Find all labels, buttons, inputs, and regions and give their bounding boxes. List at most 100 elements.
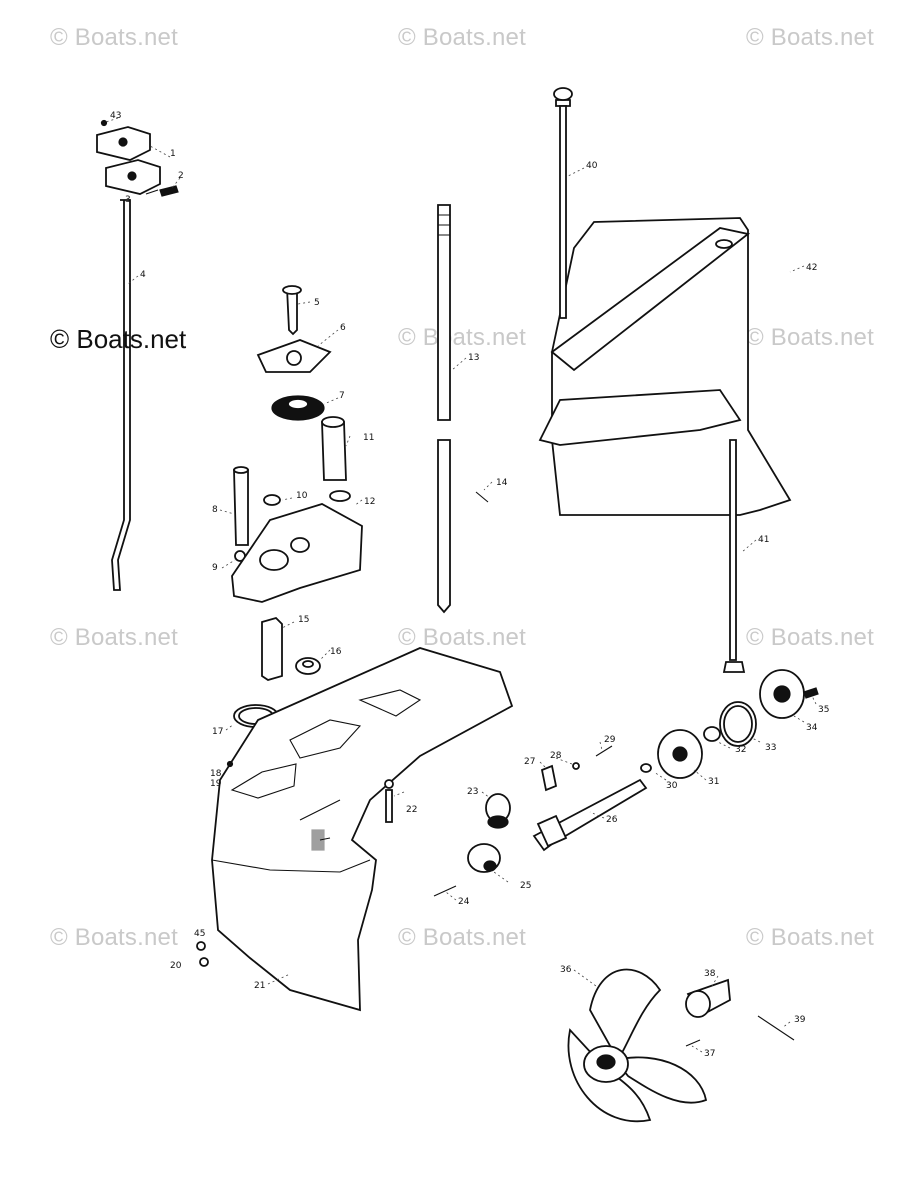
detent-28[interactable] <box>572 762 580 770</box>
cotter-pin-39[interactable] <box>757 1015 795 1041</box>
sleeve-11-top <box>321 416 345 428</box>
pump-base-bore <box>259 549 289 571</box>
callout-29: 29 <box>604 735 616 745</box>
callout-16: 16 <box>330 647 342 657</box>
pin-3 <box>145 189 159 195</box>
callout-9: 9 <box>212 563 218 573</box>
pin-37[interactable] <box>685 1039 701 1047</box>
plate-6-hole <box>286 350 302 366</box>
seal-10[interactable] <box>263 494 281 506</box>
callout-23: 23 <box>467 787 478 797</box>
spacer-15[interactable] <box>261 616 283 681</box>
propeller-36[interactable] <box>567 968 708 1123</box>
callout-22: 22 <box>406 805 417 815</box>
watermark: © Boats.net <box>398 324 526 351</box>
callout-7: 7 <box>339 391 345 401</box>
callout-24: 24 <box>458 897 470 907</box>
callout-14: 14 <box>496 478 508 488</box>
pin-24[interactable] <box>433 885 457 897</box>
screw-2[interactable] <box>159 185 179 197</box>
callout-31: 31 <box>708 777 719 787</box>
part-43-ball[interactable] <box>100 119 108 127</box>
screw-22[interactable] <box>385 789 393 823</box>
watermark: © Boats.net <box>398 24 526 51</box>
copyright-label: © Boats.net <box>50 324 187 354</box>
callout-40: 40 <box>586 161 598 171</box>
callout-36: 36 <box>560 965 572 975</box>
callout-30: 30 <box>666 781 678 791</box>
seal-16-bore <box>302 660 314 668</box>
watermark: © Boats.net <box>50 624 178 651</box>
callout-37: 37 <box>704 1049 715 1059</box>
watermark: © Boats.net <box>746 324 874 351</box>
callout-39: 39 <box>794 1015 806 1025</box>
prop-shaft-collar <box>536 814 568 848</box>
bearing-carrier-34[interactable] <box>759 669 805 719</box>
callout-21: 21 <box>254 981 265 991</box>
pinion-23[interactable] <box>485 793 511 829</box>
callout-13: 13 <box>468 353 479 363</box>
washer-45[interactable] <box>196 941 206 951</box>
watermark: © Boats.net <box>50 924 178 951</box>
spring-29[interactable] <box>595 745 613 757</box>
impeller-7[interactable] <box>271 395 325 421</box>
callout-labels: 43 1 2 3 4 5 6 7 8 9 10 11 12 13 14 15 1… <box>110 111 829 1059</box>
callout-4: 4 <box>140 270 146 280</box>
callout-18: 18 <box>210 769 222 779</box>
water-pump-assembly <box>231 285 363 603</box>
drive-shaft-13[interactable] <box>437 204 451 614</box>
callout-38: 38 <box>704 969 716 979</box>
screw-35[interactable] <box>803 687 819 699</box>
sleeve-11[interactable] <box>321 421 347 481</box>
seal-32[interactable] <box>703 726 721 742</box>
callout-42: 42 <box>806 263 817 273</box>
leader-lines <box>105 117 817 1053</box>
pump-base-tube <box>329 490 351 502</box>
clamp-hole <box>118 137 128 147</box>
callout-3: 3 <box>125 195 131 205</box>
gear-25[interactable] <box>467 843 501 873</box>
callout-5: 5 <box>314 298 320 308</box>
watermark: © Boats.net <box>398 924 526 951</box>
shift-rod-assembly <box>96 119 179 591</box>
callout-43: 43 <box>110 111 121 121</box>
watermark: © Boats.net <box>746 624 874 651</box>
callout-41: 41 <box>758 535 769 545</box>
callout-28: 28 <box>550 751 562 761</box>
washer-9b[interactable] <box>384 779 394 789</box>
pump-base-12[interactable] <box>231 503 363 603</box>
callout-10: 10 <box>296 491 308 501</box>
callout-27: 27 <box>524 757 535 767</box>
screw-5-head <box>282 285 302 295</box>
nut-20[interactable] <box>199 957 209 967</box>
callout-17: 17 <box>212 727 223 737</box>
clutch-27[interactable] <box>540 764 558 792</box>
gearcase-21[interactable] <box>211 647 514 1012</box>
callout-1: 1 <box>170 149 176 159</box>
washer-30[interactable] <box>640 763 652 773</box>
watermark: © Boats.net <box>50 24 178 51</box>
cone-38[interactable] <box>685 978 731 1018</box>
shift-rod-4[interactable] <box>111 199 131 591</box>
watermark: © Boats.net <box>746 24 874 51</box>
tube-8-top <box>233 466 249 474</box>
pump-base-bore <box>290 537 310 553</box>
callout-6: 6 <box>340 323 346 333</box>
bolt-40[interactable] <box>553 87 573 319</box>
watermark: © Boats.net <box>746 924 874 951</box>
screw-18[interactable] <box>226 760 234 768</box>
callout-8: 8 <box>212 505 218 515</box>
callout-45: 45 <box>194 929 205 939</box>
callout-26: 26 <box>606 815 618 825</box>
exhaust-housing-42[interactable] <box>538 217 792 516</box>
tube-8[interactable] <box>233 469 249 546</box>
bearing-31[interactable] <box>657 729 703 779</box>
pin-14[interactable] <box>475 491 489 503</box>
bolt-41[interactable] <box>722 439 746 673</box>
o-ring-33-inner <box>723 705 753 743</box>
callout-19: 19 <box>210 779 222 789</box>
callout-34: 34 <box>806 723 818 733</box>
clamp-hole <box>127 171 137 181</box>
callout-11: 11 <box>363 433 374 443</box>
